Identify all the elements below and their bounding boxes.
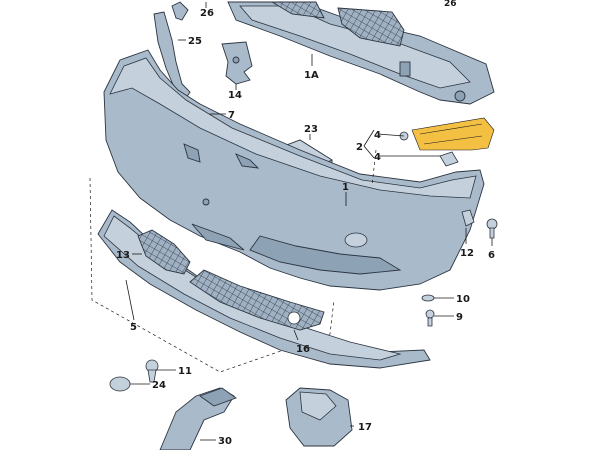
callout-4-lower: 4 [374,152,381,163]
lower-bracket [285,387,353,447]
assembly-outline [89,177,335,373]
center-grille [189,269,325,331]
callout-25: 25 [188,36,202,47]
callout-1A: 1A [304,70,319,81]
callout-14: 14 [228,90,242,101]
side-grille [137,229,191,275]
callout-24: 24 [152,380,166,391]
callout-16: 16 [296,344,310,355]
callout-7: 7 [228,110,235,121]
callout-30: 30 [218,436,232,447]
screw-6 [486,218,498,239]
bumper-support-bracket [227,1,495,105]
air-duct [159,387,237,450]
callout-17: 17 [358,422,372,433]
callout-23: 23 [304,124,318,135]
callout-4-upper: 4 [374,130,381,141]
leader-lines [125,2,493,441]
washer-10 [421,294,435,302]
upper-moulding [171,1,189,21]
callout-26-top: 26 [444,0,457,9]
callout-5: 5 [130,322,137,333]
callout-2: 2 [356,142,363,153]
cap-24 [109,376,131,392]
callout-12: 12 [460,248,474,259]
callout-13: 13 [116,250,130,261]
callout-9: 9 [456,312,463,323]
callout-26: 26 [200,8,214,19]
trim-strip [153,11,191,99]
highlighted-guide-bracket [399,117,495,167]
callout-labels: 26 26 25 14 1A 7 23 4 2 4 1 13 12 6 10 9… [116,0,495,447]
callout-1: 1 [342,182,349,193]
right-bracket-12 [461,209,475,227]
clip-11 [145,359,159,383]
callout-11: 11 [178,366,192,377]
license-bracket [221,41,253,85]
callout-6: 6 [488,250,495,261]
screw-9 [425,309,435,327]
bumper-cover [103,49,485,291]
callout-10: 10 [456,294,470,305]
